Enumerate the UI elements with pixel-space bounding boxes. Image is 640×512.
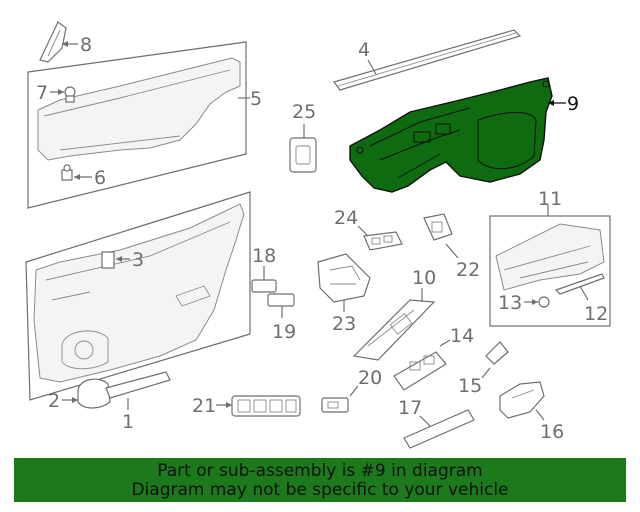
part-17-trim-strip[interactable]: [403, 409, 475, 449]
part-5-panel-group: [27, 41, 247, 209]
callout-13[interactable]: 13: [498, 292, 522, 314]
callout-8[interactable]: 8: [80, 34, 92, 56]
part-18-switch[interactable]: [251, 279, 277, 293]
part-3-clip[interactable]: [101, 251, 115, 269]
callout-21[interactable]: 21: [192, 395, 216, 417]
callout-10[interactable]: 10: [412, 267, 436, 289]
part-9-door-trim-base[interactable]: [349, 77, 553, 193]
part-25-switch[interactable]: [289, 137, 317, 173]
info-banner: Part or sub-assembly is #9 in diagram Di…: [14, 458, 626, 502]
part-4-weatherstrip[interactable]: [332, 29, 522, 91]
part-20-switch[interactable]: [321, 397, 349, 413]
part-13-clip[interactable]: [538, 296, 550, 308]
callout-19[interactable]: 19: [272, 321, 296, 343]
part-7-clip[interactable]: [64, 86, 76, 103]
callout-25[interactable]: 25: [292, 101, 316, 123]
banner-line-2: Diagram may not be specific to your vehi…: [131, 480, 509, 500]
part-6-clip[interactable]: [61, 164, 73, 181]
part-23-seat-switch[interactable]: [317, 253, 371, 303]
part-19-switch[interactable]: [267, 293, 295, 307]
callout-12[interactable]: 12: [584, 303, 608, 325]
callout-1[interactable]: 1: [122, 411, 134, 433]
part-10-bezel[interactable]: [352, 299, 436, 361]
callout-2[interactable]: 2: [48, 390, 60, 412]
part-2-pocket-cover[interactable]: [77, 378, 111, 409]
part-11-panel-group: [489, 215, 611, 327]
callout-18[interactable]: 18: [252, 245, 276, 267]
callout-4[interactable]: 4: [358, 39, 370, 61]
callout-16[interactable]: 16: [540, 421, 564, 443]
callout-20[interactable]: 20: [358, 367, 382, 389]
parts-diagram: 8 7 6 5 4: [25, 21, 611, 449]
banner-line-1: Part or sub-assembly is #9 in diagram: [157, 461, 483, 481]
callout-15[interactable]: 15: [458, 375, 482, 397]
part-12-strip[interactable]: [554, 273, 605, 295]
part-22-switch[interactable]: [423, 213, 453, 241]
part-21-master-switch[interactable]: [231, 395, 301, 417]
callout-11[interactable]: 11: [538, 188, 562, 210]
part-14-switch-bezel[interactable]: [393, 351, 447, 391]
callout-3[interactable]: 3: [132, 249, 144, 271]
part-16-inner-handle[interactable]: [499, 381, 545, 419]
callout-5[interactable]: 5: [250, 88, 262, 110]
callout-24[interactable]: 24: [334, 207, 358, 229]
part-1-panel-group: [25, 191, 251, 409]
part-24-switch[interactable]: [363, 231, 403, 251]
part-15-cover[interactable]: [485, 341, 509, 365]
callout-22[interactable]: 22: [456, 259, 480, 281]
callout-17[interactable]: 17: [398, 397, 422, 419]
callout-9[interactable]: 9: [567, 93, 579, 115]
callout-7[interactable]: 7: [36, 82, 48, 104]
part-8-corner-trim[interactable]: [39, 21, 67, 63]
callout-6[interactable]: 6: [94, 167, 106, 189]
callout-23[interactable]: 23: [332, 313, 356, 335]
callout-14[interactable]: 14: [450, 325, 474, 347]
